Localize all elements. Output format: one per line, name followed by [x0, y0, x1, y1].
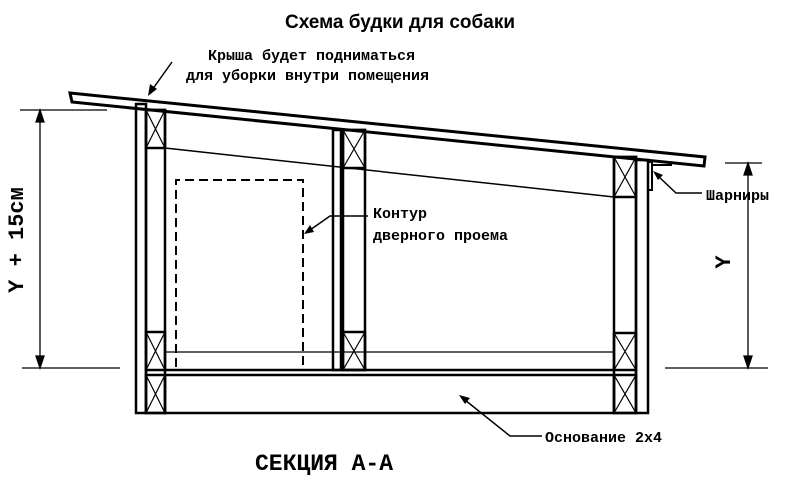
- hinge-icon: [647, 161, 672, 191]
- door-note-line2: дверного проема: [373, 228, 508, 245]
- middle-stud: [331, 128, 367, 372]
- base-label: Основание 2x4: [545, 430, 662, 447]
- dim-left-label: Y + 15см: [5, 187, 30, 293]
- right-dimension: [665, 160, 768, 371]
- right-wall: [612, 155, 650, 415]
- section-label: СЕКЦИЯ А-А: [255, 451, 393, 477]
- roof-note-line1: Крыша будет подниматься: [208, 48, 415, 65]
- base-leader-arrow: [459, 395, 542, 437]
- door-outline: [175, 179, 304, 367]
- hinges-label: Шарниры: [706, 188, 769, 205]
- base-board: [163, 373, 616, 415]
- door-note-line1: Контур: [373, 206, 427, 223]
- ceiling-line: [164, 147, 615, 198]
- roof-board: [68, 91, 707, 168]
- diagram-title: Схема будки для собаки: [285, 12, 515, 33]
- door-leader-arrow: [304, 215, 368, 234]
- dim-right-label: Y: [712, 255, 737, 269]
- left-dimension: [20, 107, 120, 371]
- roof-note-line2: для уборки внутри помещения: [186, 68, 429, 85]
- roof-leader-arrow: [148, 61, 173, 96]
- hinges-leader-arrow: [653, 171, 702, 194]
- left-wall: [134, 102, 167, 415]
